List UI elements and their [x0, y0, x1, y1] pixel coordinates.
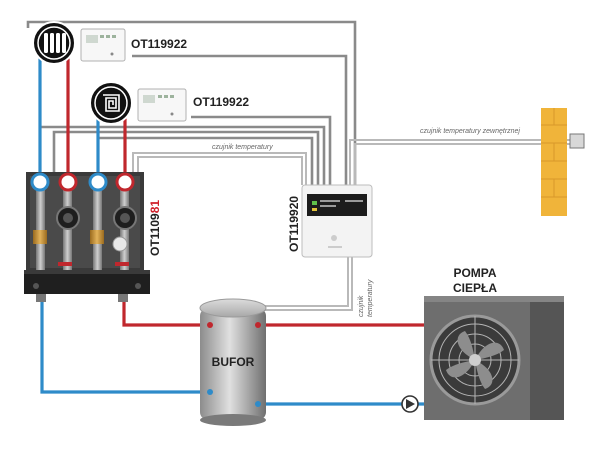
- sensor-label-top: czujnik temperatury: [212, 144, 273, 151]
- outdoor-sensor-cable-b: [354, 143, 575, 188]
- buffer-hot-pipe: [122, 300, 212, 327]
- main-controller-code: OT119920: [287, 196, 301, 252]
- circulation-pump-icon: [401, 395, 419, 413]
- cable-outer-loop: [26, 20, 357, 185]
- heat-pump-unit: [424, 296, 564, 420]
- buffer-sensor-cable-a: [236, 256, 349, 307]
- thermometer-icon: [30, 172, 135, 192]
- cable-mid-controller: [191, 115, 332, 185]
- heat-pump-label-line1: POMPA: [453, 266, 496, 280]
- radiator-icon: [32, 21, 76, 65]
- buffer-label: BUFOR: [212, 355, 255, 369]
- sensor-cable-a: [132, 152, 307, 192]
- sensor-label-vertical-1: czujnik: [358, 295, 365, 317]
- buffer-tank: [199, 298, 267, 426]
- sensor-label-vertical-2: temperatury: [367, 279, 374, 317]
- top-controller-code: OT119922: [131, 37, 187, 51]
- module-code: OT110981: [148, 200, 162, 256]
- buffer-return-pipe: [40, 300, 212, 394]
- water-pipes: [38, 55, 430, 406]
- room-controller-mid[interactable]: [137, 88, 187, 122]
- buffer-sensor-cable-b: [236, 256, 353, 311]
- cable-top-controller: [132, 54, 348, 185]
- floor-heating-icon: [89, 81, 133, 125]
- heat-pump-label-line2: CIEPŁA: [453, 281, 497, 295]
- outdoor-sensor-label: czujnik temperatury zewnętrznej: [420, 128, 520, 135]
- room-controller-top[interactable]: [80, 28, 126, 62]
- main-controller[interactable]: [301, 184, 373, 258]
- pump-module: [24, 172, 150, 302]
- mid-controller-code: OT119922: [193, 95, 249, 109]
- fan-icon: [446, 331, 504, 389]
- sensor-cable-b: [137, 156, 303, 192]
- house-wall-icon: [541, 108, 567, 216]
- cable-module-2: [52, 130, 320, 185]
- outdoor-sensor-cable-a: [349, 139, 575, 188]
- outdoor-sensor-icon: [569, 133, 585, 149]
